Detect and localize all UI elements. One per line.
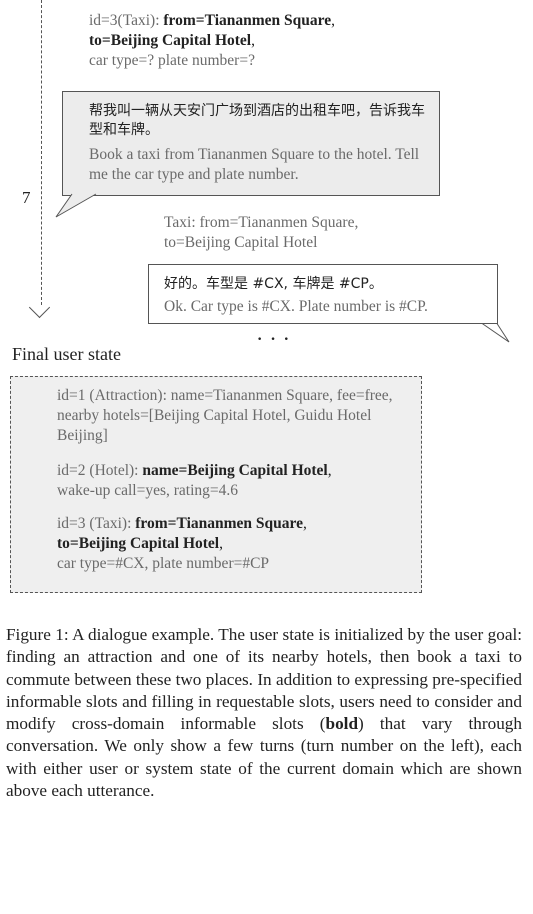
final-user-state-box: id=1 (Attraction): name=Tiananmen Square… bbox=[10, 376, 422, 593]
state-taxi-to: to=Beijing Capital Hotel bbox=[89, 32, 252, 49]
final-state-title: Final user state bbox=[12, 344, 121, 364]
system-utterance-bubble: 好的。车型是 #CX, 车牌是 #CP。 Ok. Car type is #CX… bbox=[148, 264, 498, 324]
system-utterance-chinese: 好的。车型是 #CX, 车牌是 #CP。 bbox=[164, 276, 383, 292]
turn-number: 7 bbox=[22, 188, 31, 207]
final-hotel-details: wake-up call=yes, rating=4.6 bbox=[57, 482, 239, 499]
final-taxi-comma-2: , bbox=[219, 535, 223, 552]
state-taxi-comma-2: , bbox=[251, 32, 255, 49]
user-state-taxi: id=3(Taxi): from=Tiananmen Square, to=Be… bbox=[89, 11, 429, 71]
state-taxi-comma-1: , bbox=[331, 12, 335, 29]
final-taxi-prefix: id=3 (Taxi): bbox=[57, 515, 136, 532]
top-ellipsis: ··· bbox=[268, 0, 308, 10]
final-state-attraction: id=1 (Attraction): name=Tiananmen Square… bbox=[57, 387, 393, 444]
final-taxi-requestables: car type=#CX, plate number=#CP bbox=[57, 555, 270, 572]
mid-ellipsis: ··· bbox=[256, 326, 296, 351]
system-utterance-english: Ok. Car type is #CX. Plate number is #CP… bbox=[164, 298, 428, 315]
figure-caption: Figure 1: A dialogue example. The user s… bbox=[6, 624, 522, 802]
system-state-taxi: Taxi: from=Tiananmen Square, to=Beijing … bbox=[164, 213, 464, 253]
caption-bold-word: bold bbox=[325, 714, 359, 734]
final-taxi-comma-1: , bbox=[303, 515, 307, 532]
final-taxi-to: to=Beijing Capital Hotel bbox=[57, 535, 220, 552]
caption-text-2: ) that vary through conversation. We onl… bbox=[6, 714, 522, 801]
final-taxi-from: from=Tiananmen Square bbox=[135, 515, 303, 532]
state-taxi-requestables: car type=? plate number=? bbox=[89, 52, 255, 69]
timeline-arrow-down-icon bbox=[28, 296, 51, 319]
system-state-line-2: to=Beijing Capital Hotel bbox=[164, 234, 318, 251]
state-taxi-from: from=Tiananmen Square bbox=[163, 12, 332, 29]
state-taxi-prefix: id=3(Taxi): bbox=[89, 12, 164, 29]
system-state-line-1: Taxi: from=Tiananmen Square, bbox=[164, 214, 359, 231]
final-hotel-prefix: id=2 (Hotel): bbox=[57, 462, 143, 479]
final-hotel-comma: , bbox=[327, 462, 332, 479]
final-hotel-name: name=Beijing Capital Hotel bbox=[142, 462, 328, 479]
final-state-hotel: id=2 (Hotel): name=Beijing Capital Hotel… bbox=[57, 461, 407, 501]
user-utterance-english: Book a taxi from Tiananmen Square to the… bbox=[89, 146, 420, 183]
timeline-dashed-line bbox=[41, 0, 42, 305]
user-utterance-bubble: 帮我叫一辆从天安门广场到酒店的出租车吧，告诉我车型和车牌。 Book a tax… bbox=[62, 91, 440, 196]
final-state-taxi: id=3 (Taxi): from=Tiananmen Square, to=B… bbox=[57, 514, 407, 574]
user-utterance-chinese: 帮我叫一辆从天安门广场到酒店的出租车吧，告诉我车型和车牌。 bbox=[89, 103, 425, 138]
caption-text-1: Figure 1: A dialogue example. The user s… bbox=[6, 625, 522, 734]
